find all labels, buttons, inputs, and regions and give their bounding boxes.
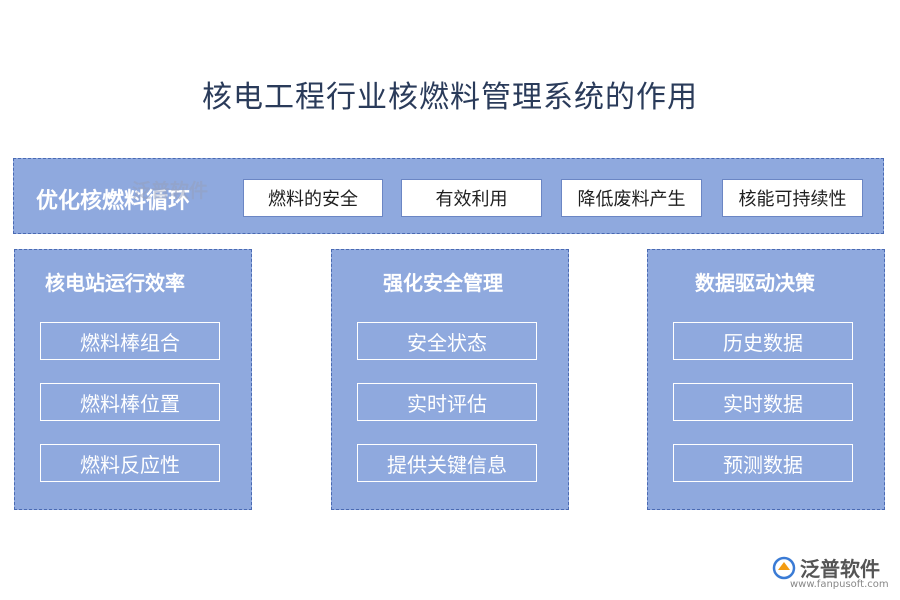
chip-reduce-waste: 降低废料产生 (561, 179, 702, 217)
list-item: 实时评估 (357, 383, 537, 421)
top-band: 优化核燃料循环 燃料的安全 有效利用 降低废料产生 核能可持续性 (13, 158, 884, 234)
column-title: 核电站运行效率 (45, 271, 185, 295)
column-title: 强化安全管理 (383, 271, 503, 295)
chip-fuel-safety: 燃料的安全 (243, 179, 383, 217)
list-item: 燃料棒位置 (40, 383, 220, 421)
page-title: 核电工程行业核燃料管理系统的作用 (202, 80, 698, 115)
watermark: 泛普软件 (132, 180, 209, 202)
list-item: 实时数据 (673, 383, 853, 421)
list-item: 燃料棒组合 (40, 322, 220, 360)
brand-icon (772, 556, 796, 579)
column-title: 数据驱动决策 (695, 271, 815, 295)
list-item: 安全状态 (357, 322, 537, 360)
brand-url: www.fanpusoft.com (790, 579, 889, 590)
list-item: 历史数据 (673, 322, 853, 360)
list-item: 提供关键信息 (357, 444, 537, 482)
chip-sustainability: 核能可持续性 (722, 179, 863, 217)
chip-efficient-use: 有效利用 (401, 179, 542, 217)
list-item: 预测数据 (673, 444, 853, 482)
column-safety: 强化安全管理 安全状态 实时评估 提供关键信息 (331, 249, 569, 510)
top-band-label: 优化核燃料循环 (36, 188, 191, 214)
brand-logo: 泛普软件 (772, 553, 880, 582)
column-efficiency: 核电站运行效率 燃料棒组合 燃料棒位置 燃料反应性 (14, 249, 252, 510)
list-item: 燃料反应性 (40, 444, 220, 482)
column-data-decision: 数据驱动决策 历史数据 实时数据 预测数据 (647, 249, 885, 510)
brand-name: 泛普软件 (800, 557, 880, 581)
